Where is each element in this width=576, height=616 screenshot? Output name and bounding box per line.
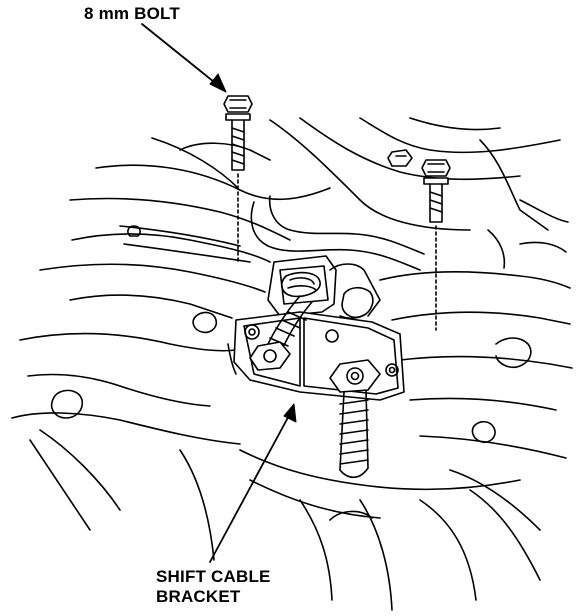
shift-cable-housing [119,195,425,271]
callout-8mm-bolt: 8 mm BOLT [84,4,180,23]
nut-upper-middle [387,149,413,167]
bolt-right [421,159,451,331]
leader-arrow-bolt [141,23,227,93]
misc-details [192,311,496,521]
callout-shift-cable-bracket-line2: BRACKET [156,587,241,606]
leader-arrow-bracket [209,403,297,563]
callout-shift-cable-bracket-line1: SHIFT CABLE [156,567,271,586]
bracket-assembly [233,255,405,479]
callout-shift-cable-bracket: SHIFT CABLE BRACKET [156,567,271,607]
bolt-8mm-left [223,95,253,265]
engine-bay-contours [11,117,573,611]
